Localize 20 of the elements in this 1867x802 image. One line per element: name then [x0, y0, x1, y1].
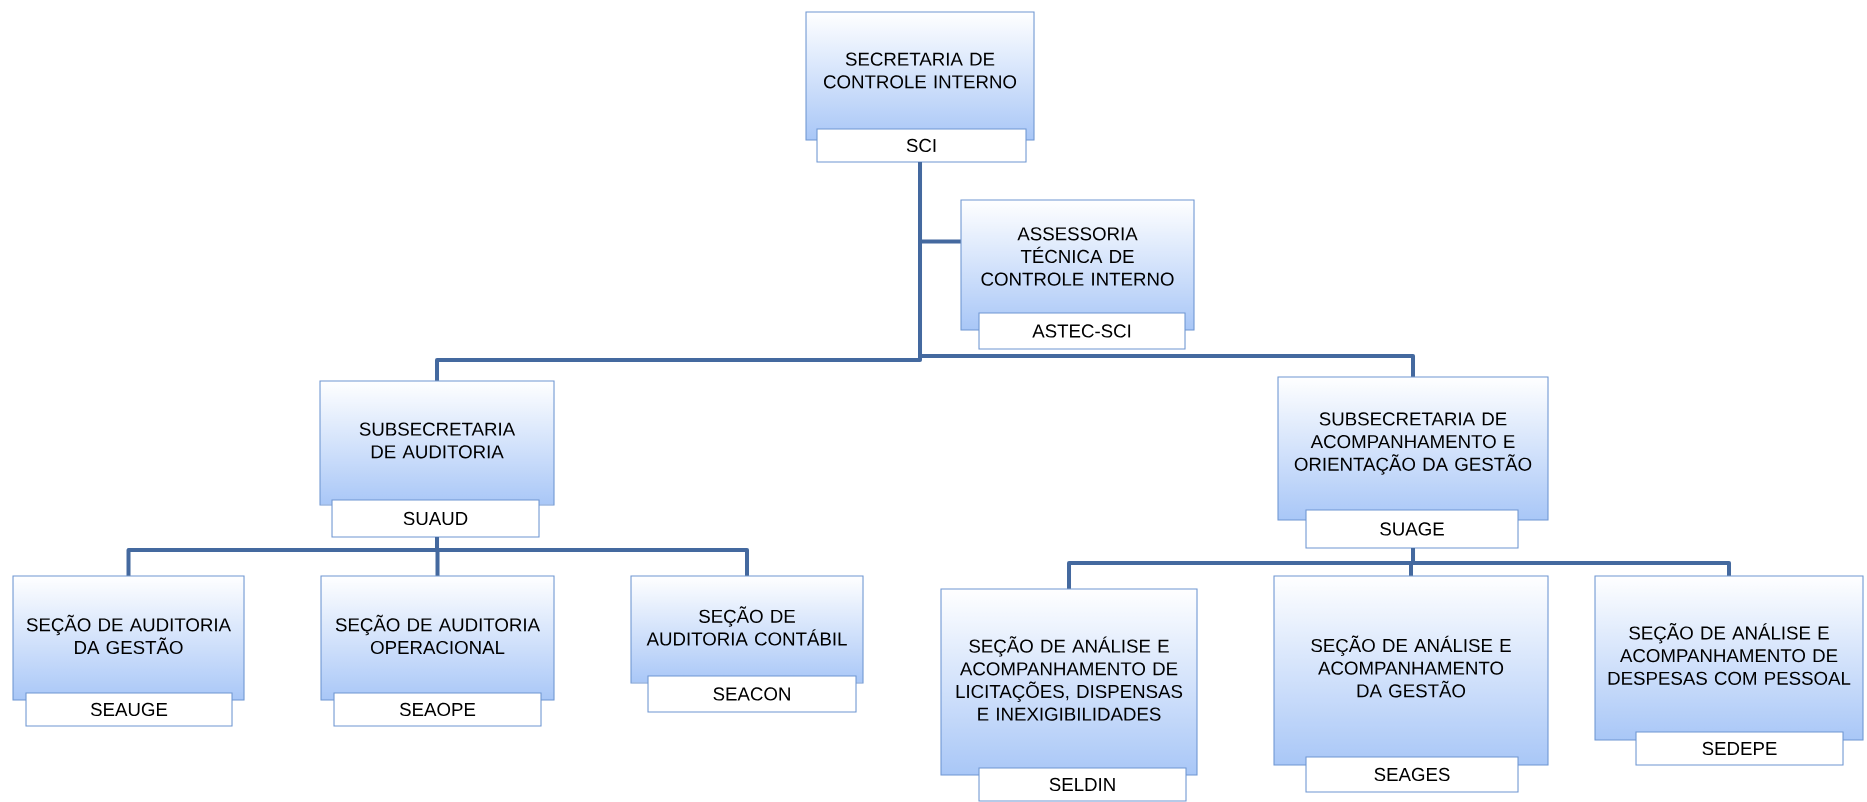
code-label: SEAGES	[1305, 756, 1519, 793]
code-label: SEDEPE	[1635, 731, 1844, 766]
unit-box: SEÇÃO DE AUDITORIA OPERACIONAL	[320, 575, 555, 701]
unit-box: SUBSECRETARIA DE AUDITORIA	[319, 380, 555, 506]
unit-box: SEÇÃO DE ANÁLISE E ACOMPANHAMENTO DE DESPESAS COM PESSOAL	[1594, 575, 1864, 741]
unit-box: SEÇÃO DE AUDITORIA CONTÁBIL	[630, 575, 864, 684]
code-label: SUAUD	[331, 499, 540, 538]
code-label: SUAGE	[1305, 509, 1519, 549]
code-label: SEAUGE	[25, 692, 233, 727]
code-label: ASTEC-SCI	[978, 312, 1186, 350]
code-label: SEACON	[647, 675, 857, 713]
code-label: SELDIN	[978, 767, 1187, 802]
unit-box: SUBSECRETARIA DE ACOMPANHAMENTO E ORIENTAÇÃO DA GESTÃO	[1277, 376, 1549, 521]
connector-line	[1411, 548, 1731, 576]
unit-box: SEÇÃO DE ANÁLISE E ACOMPANHAMENTO DE LICITAÇÕES, DISPENSAS E INEXIGIBILIDADES	[940, 588, 1198, 776]
connector-line	[435, 537, 749, 576]
unit-box: SEÇÃO DE ANÁLISE E ACOMPANHAMENTO DA GESTÃO	[1273, 575, 1549, 766]
code-label: SEAOPE	[333, 692, 542, 727]
connector-line	[918, 162, 1415, 377]
unit-box: SEÇÃO DE AUDITORIA DA GESTÃO	[12, 575, 245, 701]
